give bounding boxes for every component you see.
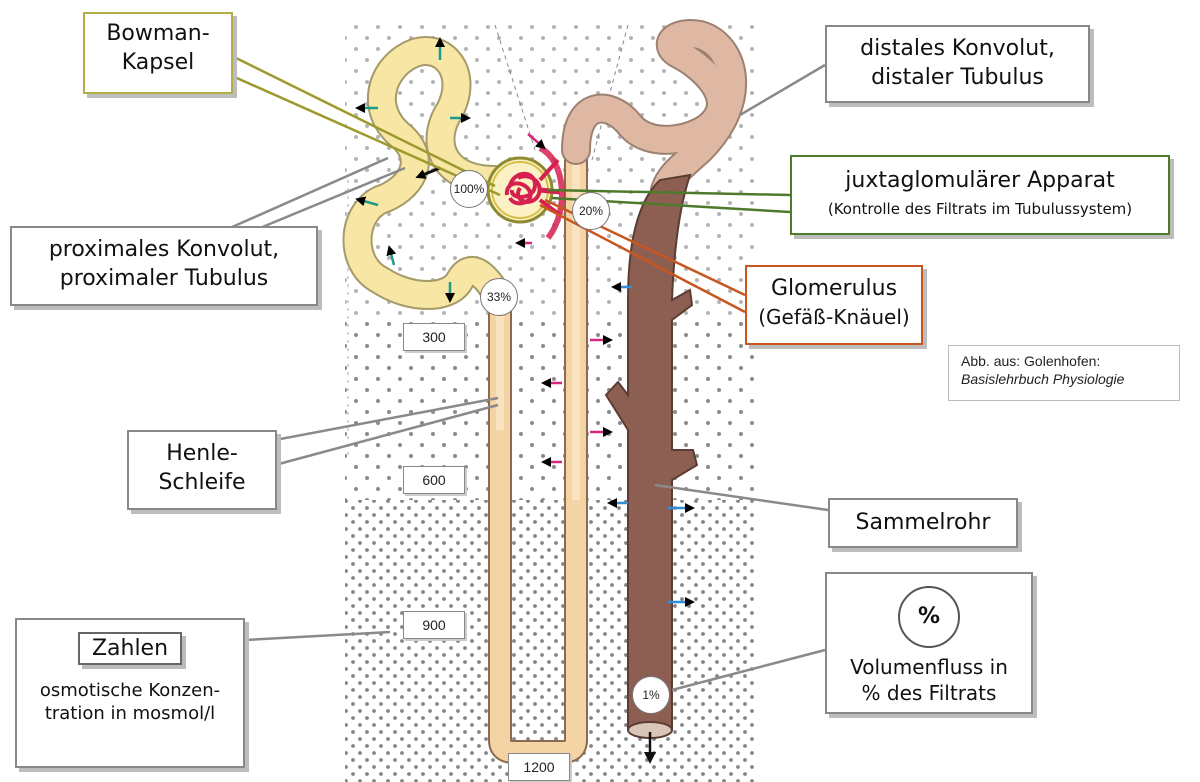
proximal-line-1: proximales Konvolut, [48,237,280,262]
juxta-line-1: juxtaglomulärer Apparat [845,168,1115,193]
afferent-arteriole [538,145,565,240]
juxtaglomerular-label: juxtaglomulärer Apparat (Kontrolle des F… [790,155,1170,235]
exchange-arrows-magenta [515,133,613,467]
juxta-line-2: (Kontrolle des Filtrats im Tubulussystem… [827,199,1133,218]
dashed-guide [494,24,536,151]
bowman-capsule-label: Bowman- Kapsel [83,12,233,94]
credit-line-1: Abb. aus: Golenhofen: [961,353,1101,369]
legend-zahlen: Zahlen osmotische Konzen- tration in mos… [15,618,245,768]
osmolarity-300: 300 [403,323,465,351]
collecting-duct-label: Sammelrohr [828,498,1018,548]
henle-line-2: Schleife [158,469,246,495]
osmolarity-1200: 1200 [508,753,570,781]
glomerulus-label: Glomerulus (Gefäß-Knäuel) [745,265,923,345]
osmolarity-900: 900 [403,611,465,639]
distal-tubule-label: distales Konvolut, distaler Tubulus [825,25,1090,103]
distal-line-1: distales Konvolut, [860,36,1055,61]
flow-20: 20% [572,192,610,230]
henle-line-1: Henle- [166,441,238,466]
bowman-line-2: Kapsel [121,49,195,75]
zahlen-desc-2: tration in mosmol/l [44,703,216,725]
henle-loop-label: Henle- Schleife [127,430,277,510]
reabsorption-arrows-proximal [355,37,471,303]
glomerulus-line-2: (Gefäß-Knäuel) [758,304,910,329]
filtrate-flow-arrow [415,166,441,179]
credit-line-2: Basislehrbuch Physiologie [961,371,1125,388]
glomerulus-line-1: Glomerulus [770,276,898,301]
flow-33: 33% [480,278,518,316]
collecting-duct [604,173,699,764]
sammelrohr-text: Sammelrohr [855,510,991,535]
proximal-tubule-label: proximales Konvolut, proximaler Tubulus [10,226,318,306]
distal-tubule [561,19,748,205]
bowman-line-1: Bowman- [106,21,210,46]
zahlen-title: Zahlen [77,632,183,665]
zahlen-desc-1: osmotische Konzen- [39,680,221,701]
distal-line-2: distaler Tubulus [871,64,1044,90]
image-credit: Abb. aus: Golenhofen: Basislehrbuch Phys… [948,345,1180,401]
volumen-desc-2: % des Filtrats [861,681,997,705]
volumen-desc-1: Volumenfluss in [850,655,1008,679]
osmolarity-600: 600 [403,466,465,494]
legend-volumenfluss: % Volumenfluss in % des Filtrats [825,572,1033,714]
proximal-line-2: proximaler Tubulus [59,265,269,291]
water-arrows-blue [607,282,695,607]
glomerulus-knot [504,158,562,217]
flow-1: 1% [632,676,670,714]
percent-symbol-icon: % [898,586,960,648]
leader-lines [229,53,829,692]
proximal-tubule [342,36,515,315]
flow-100: 100% [450,170,488,208]
